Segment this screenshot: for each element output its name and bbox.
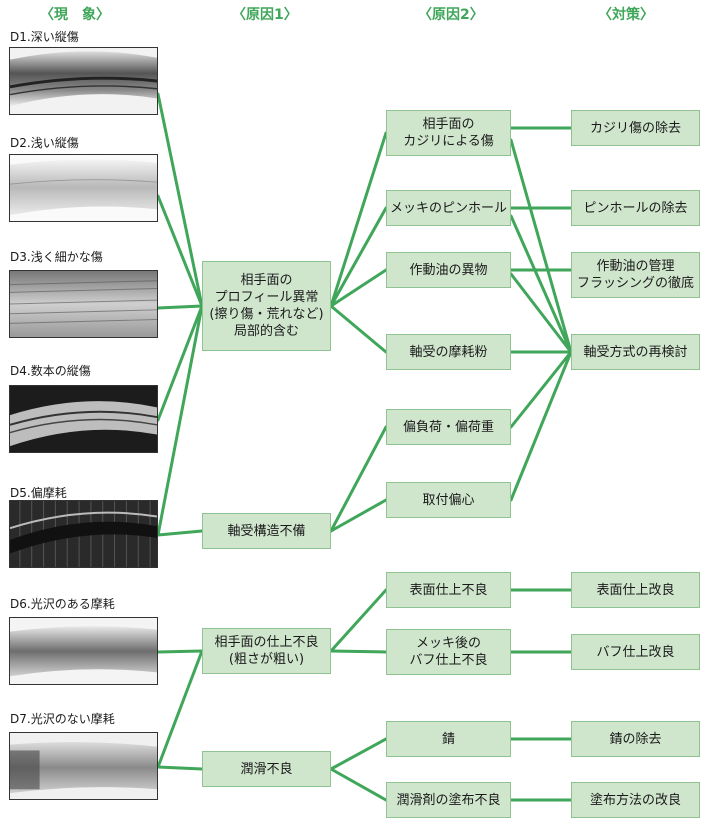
cause2-uneven-load: 偏負荷・偏荷重 [386,409,511,445]
cause1-bearing-structure: 軸受構造不備 [202,513,331,549]
photo-d4 [9,385,158,453]
phenomenon-label-d3: D3.浅く細かな傷 [10,250,103,264]
phenomenon-label-d5: D5.偏摩耗 [10,486,67,500]
photo-d7 [9,732,158,800]
cause1-lubrication-defect: 潤滑不良 [202,751,331,787]
photo-d3 [9,270,158,338]
cause2-surface-finish-defect: 表面仕上不良 [386,572,511,608]
measure-remove-galling: カジリ傷の除去 [571,110,700,146]
photo-d6 [9,617,158,685]
cause2-galling-scratch: 相手面の カジリによる傷 [386,110,511,156]
cause2-mounting-eccentricity: 取付偏心 [386,482,511,518]
phenomenon-label-d4: D4.数本の縦傷 [10,364,91,378]
measure-improve-buff-finish: バフ仕上改良 [571,634,700,670]
measure-review-bearing: 軸受方式の再検討 [571,334,700,370]
cause2-oil-contaminant: 作動油の異物 [386,252,511,288]
photo-d5 [9,500,158,568]
cause1-finish-defect: 相手面の仕上不良 (粗さが粗い) [202,628,331,674]
cause2-plating-pinhole: メッキのピンホール [386,190,511,226]
measure-improve-surface-finish: 表面仕上改良 [571,572,700,608]
measure-remove-pinhole: ピンホールの除去 [571,190,700,226]
cause2-bearing-wear-powder: 軸受の摩耗粉 [386,334,511,370]
measure-remove-rust: 錆の除去 [571,721,700,757]
phenomenon-label-d6: D6.光沢のある摩耗 [10,597,115,611]
cause2-lubricant-application-defect: 潤滑剤の塗布不良 [386,782,511,818]
cause2-buff-finish-defect: メッキ後の バフ仕上不良 [386,629,511,675]
cause2-rust: 錆 [386,721,511,757]
phenomenon-label-d1: D1.深い縦傷 [10,30,79,44]
measure-improve-application: 塗布方法の改良 [571,782,700,818]
photo-d2 [9,154,158,222]
measure-oil-management: 作動油の管理 フラッシングの徹底 [571,252,700,298]
phenomenon-label-d2: D2.浅い縦傷 [10,136,79,150]
header-phenomenon: 〈現 象〉 [40,7,110,23]
cause1-profile-abnormal: 相手面の プロフィール異常 (擦り傷・荒れなど) 局部的含む [202,261,331,351]
photo-d1 [9,47,158,115]
header-cause2: 〈原因2〉 [418,7,484,23]
header-countermeasure: 〈対策〉 [598,7,654,23]
header-cause1: 〈原因1〉 [232,7,298,23]
phenomenon-label-d7: D7.光沢のない摩耗 [10,712,115,726]
